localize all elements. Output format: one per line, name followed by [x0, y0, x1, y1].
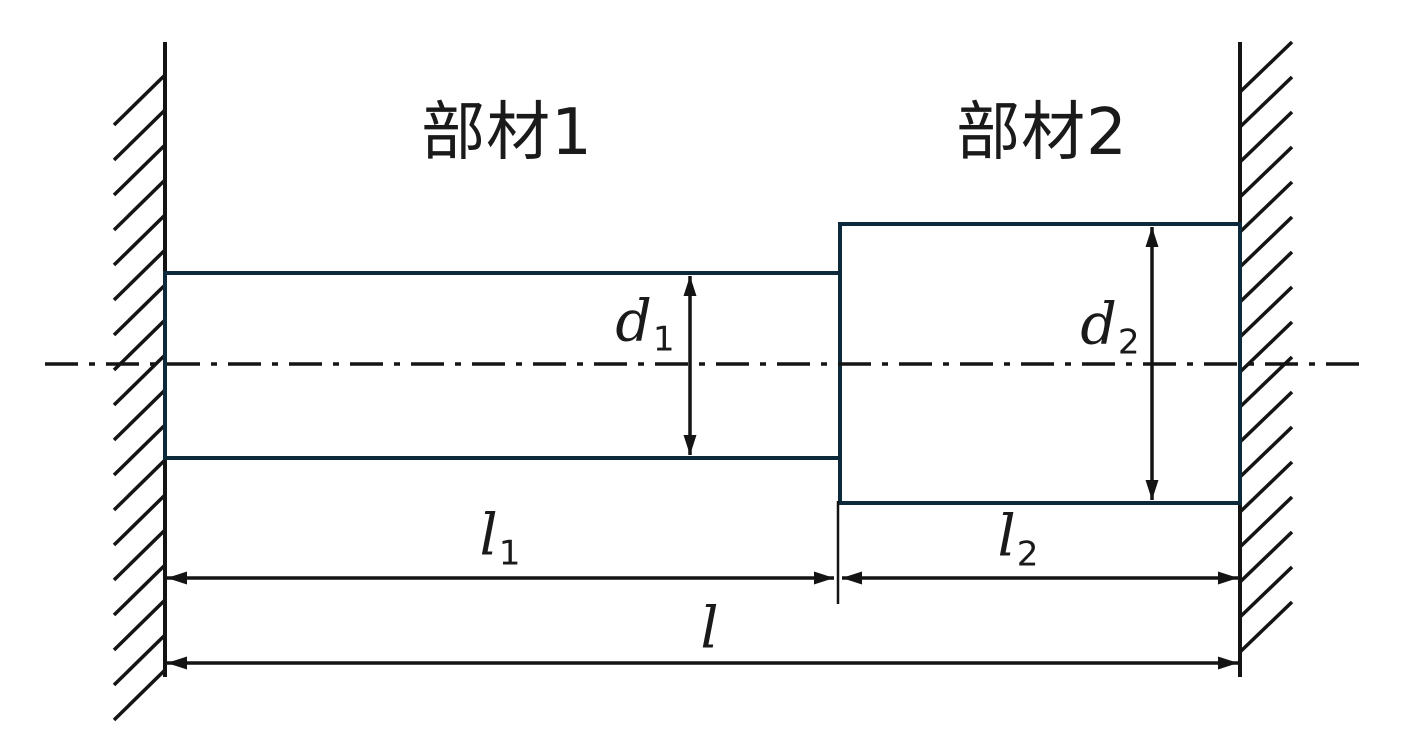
- hatch-line: [112, 318, 167, 372]
- l2-dimension-label: l2: [997, 508, 1038, 571]
- l1-base: l: [479, 502, 498, 569]
- hatch-line: [1238, 75, 1294, 129]
- hatch-line: [112, 73, 167, 127]
- hatch-line: [1238, 460, 1294, 514]
- hatch-line: [112, 143, 167, 197]
- l1-dimension-label: l1: [479, 507, 520, 570]
- hatch-line: [112, 598, 167, 652]
- hatch-line: [112, 353, 167, 407]
- right-wall-hatching-icon: [1238, 40, 1294, 654]
- d1-dimension-label: d1: [615, 293, 674, 356]
- hatch-line: [112, 108, 167, 162]
- d1-base: d: [615, 288, 652, 355]
- left-wall-hatching-icon: [112, 73, 167, 722]
- l-total-base: l: [700, 595, 719, 662]
- hatch-line: [1238, 285, 1294, 339]
- d2-subscript: 2: [1117, 322, 1140, 363]
- hatch-line: [1238, 180, 1294, 234]
- hatch-line: [112, 458, 167, 512]
- d2-dimension-label: d2: [1080, 296, 1139, 359]
- l1-subscript: 1: [498, 533, 521, 574]
- hatch-line: [1238, 600, 1294, 654]
- hatch-line: [112, 633, 167, 687]
- l-total-dimension-label: l: [700, 600, 719, 658]
- hatch-line: [1238, 565, 1294, 619]
- hatch-line: [112, 283, 167, 337]
- hatch-line: [112, 423, 167, 477]
- hatch-line: [1238, 250, 1294, 304]
- hatch-line: [1238, 495, 1294, 549]
- hatch-line: [1238, 390, 1294, 444]
- hatch-line: [1238, 110, 1294, 164]
- hatch-line: [112, 178, 167, 232]
- hatch-line: [112, 528, 167, 582]
- hatch-line: [1238, 425, 1294, 479]
- hatch-line: [112, 668, 167, 722]
- member1-label: 部材1: [421, 96, 593, 170]
- d2-base: d: [1080, 291, 1117, 358]
- l2-base: l: [997, 503, 1016, 570]
- hatch-line: [1238, 215, 1294, 269]
- member2-label: 部材2: [956, 96, 1128, 170]
- hatch-line: [112, 493, 167, 547]
- hatch-line: [1238, 145, 1294, 199]
- hatch-line: [112, 248, 167, 302]
- hatch-line: [1238, 40, 1294, 94]
- hatch-line: [1238, 530, 1294, 584]
- hatch-line: [112, 563, 167, 617]
- left-wall: [112, 42, 167, 722]
- right-wall: [1238, 40, 1294, 677]
- d1-subscript: 1: [652, 319, 675, 360]
- hatch-line: [112, 388, 167, 442]
- hatch-line: [112, 213, 167, 267]
- l2-subscript: 2: [1016, 534, 1039, 575]
